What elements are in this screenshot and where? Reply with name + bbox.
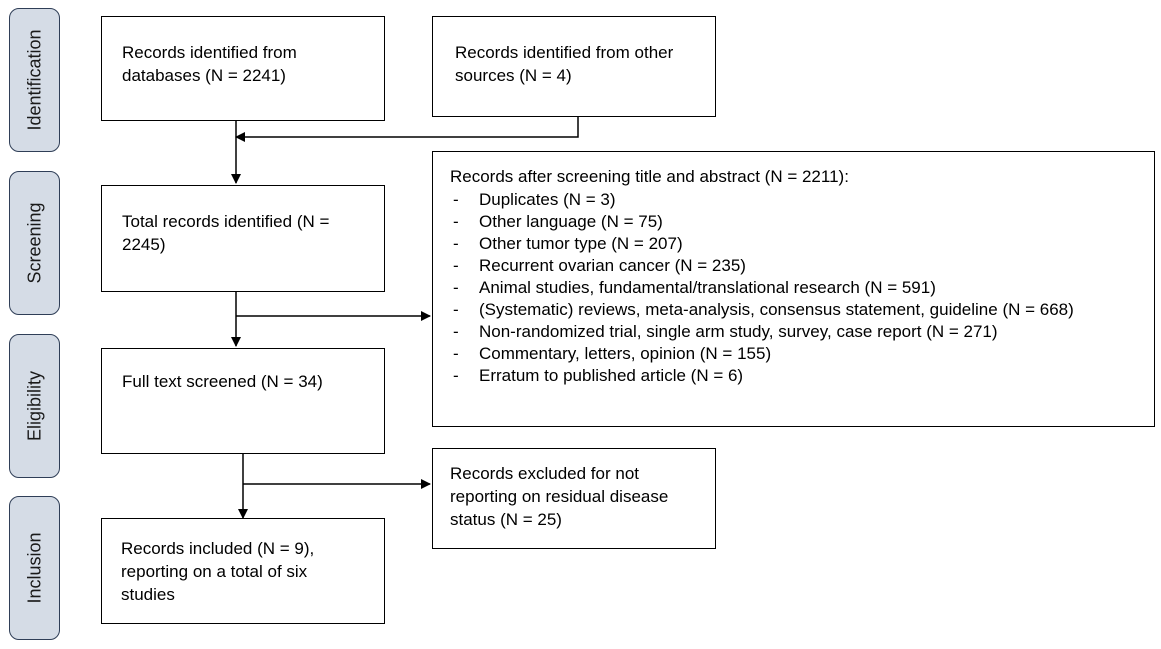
- box-total-records: Total records identified (N = 2245): [101, 185, 385, 292]
- stage-screening: Screening: [9, 171, 60, 315]
- box-records-databases: Records identified from databases (N = 2…: [101, 16, 385, 121]
- exclusion-item: Other tumor type (N = 207): [450, 233, 1140, 255]
- screening-exclusions-list: Duplicates (N = 3) Other language (N = 7…: [450, 189, 1140, 387]
- exclusion-item: Animal studies, fundamental/translationa…: [450, 277, 1140, 299]
- stage-label-eligibility: Eligibility: [24, 370, 44, 442]
- full-text-text: Full text screened (N = 34): [122, 372, 323, 391]
- records-other-sources-text: Records identified from other sources (N…: [455, 43, 674, 85]
- exclusion-item: Recurrent ovarian cancer (N = 235): [450, 255, 1140, 277]
- box-full-text: Full text screened (N = 34): [101, 348, 385, 454]
- box-excluded-residual: Records excluded for not reporting on re…: [432, 448, 716, 549]
- box-included: Records included (N = 9), reporting on a…: [101, 518, 385, 624]
- excluded-residual-text: Records excluded for not reporting on re…: [450, 464, 669, 529]
- total-records-text: Total records identified (N = 2245): [122, 212, 330, 254]
- exclusion-item: (Systematic) reviews, meta-analysis, con…: [450, 299, 1140, 321]
- screening-exclusions-title: Records after screening title and abstra…: [450, 167, 849, 186]
- included-text: Records included (N = 9), reporting on a…: [121, 539, 315, 604]
- exclusion-item: Non-randomized trial, single arm study, …: [450, 321, 1140, 343]
- exclusion-item: Commentary, letters, opinion (N = 155): [450, 343, 1140, 365]
- connector-other-sources-merge: [235, 117, 579, 142]
- box-records-other-sources: Records identified from other sources (N…: [432, 16, 716, 117]
- stage-inclusion: Inclusion: [9, 496, 60, 640]
- stage-identification: Identification: [9, 8, 60, 152]
- stage-eligibility: Eligibility: [9, 334, 60, 478]
- exclusion-item: Erratum to published article (N = 6): [450, 365, 1140, 387]
- exclusion-item: Other language (N = 75): [450, 211, 1140, 233]
- stage-label-inclusion: Inclusion: [24, 532, 44, 604]
- stage-label-identification: Identification: [24, 29, 44, 131]
- stage-label-screening: Screening: [24, 202, 44, 284]
- records-databases-text: Records identified from databases (N = 2…: [122, 43, 297, 85]
- box-screening-exclusions: Records after screening title and abstra…: [432, 151, 1155, 427]
- exclusion-item: Duplicates (N = 3): [450, 189, 1140, 211]
